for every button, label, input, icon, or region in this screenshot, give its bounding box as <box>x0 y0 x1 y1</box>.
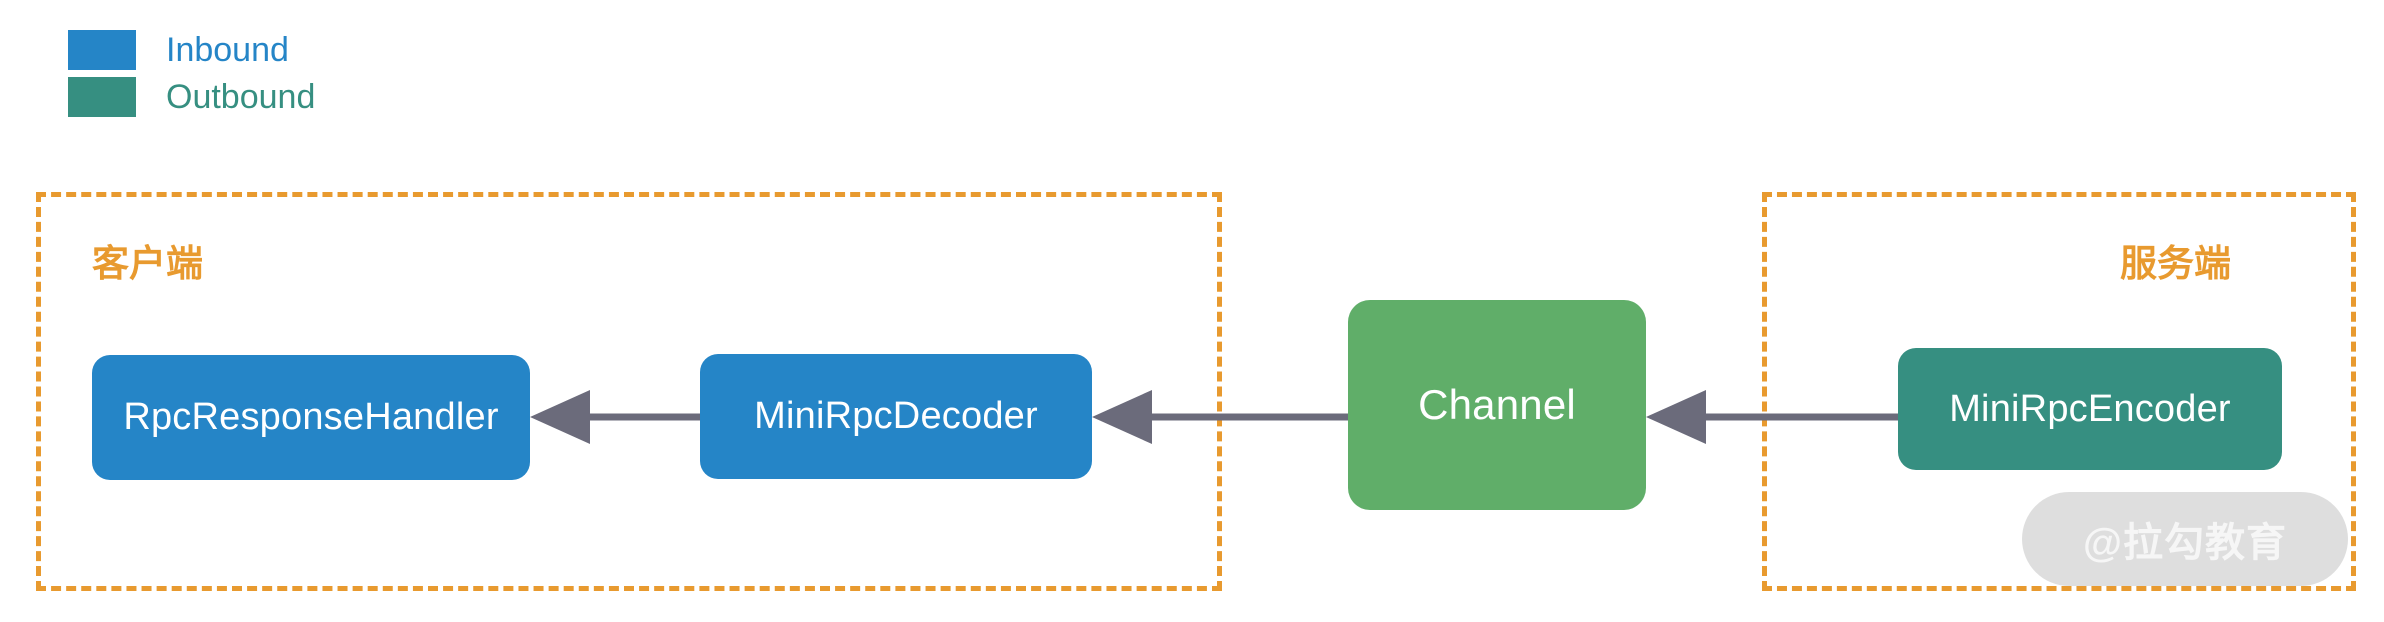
node-label-minirpcdecoder: MiniRpcDecoder <box>754 395 1038 437</box>
node-minirpcdecoder[interactable]: MiniRpcDecoder <box>700 354 1092 479</box>
legend-swatch-inbound <box>68 29 136 70</box>
legend-item-outbound: Outbound <box>68 73 315 120</box>
legend-item-inbound: Inbound <box>68 26 315 73</box>
legend: Inbound Outbound <box>68 26 315 120</box>
node-label-channel: Channel <box>1418 381 1576 428</box>
watermark-text: @拉勾教育 <box>2082 521 2287 565</box>
node-rpcresponsehandler[interactable]: RpcResponseHandler <box>92 355 530 480</box>
group-label-client: 客户端 <box>92 243 203 284</box>
node-label-rpcresponsehandler: RpcResponseHandler <box>123 396 499 438</box>
node-channel[interactable]: Channel <box>1348 300 1646 510</box>
legend-label-inbound: Inbound <box>166 30 289 69</box>
node-label-minirpcencoder: MiniRpcEncoder <box>1949 387 2231 430</box>
group-box-server <box>1762 192 2356 591</box>
legend-swatch-outbound <box>68 76 136 117</box>
watermark-badge: @拉勾教育 <box>2022 492 2348 586</box>
group-label-server: 服务端 <box>2120 243 2231 284</box>
legend-label-outbound: Outbound <box>166 77 316 116</box>
group-box-client <box>36 192 1222 591</box>
node-minirpcencoder[interactable]: MiniRpcEncoder <box>1898 348 2282 470</box>
